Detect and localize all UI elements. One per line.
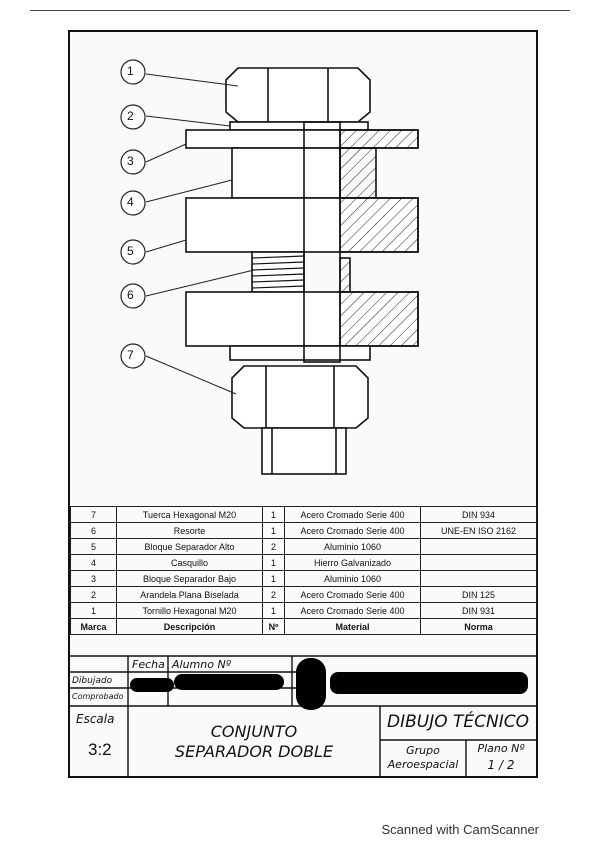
alumno-label: Alumno Nº — [172, 658, 231, 671]
comprobado-label: Comprobado — [72, 692, 124, 701]
subject-title: DIBUJO TÉCNICO — [387, 712, 529, 732]
redaction-mark — [174, 674, 284, 690]
plano-label: Plano Nº — [477, 742, 525, 755]
table-header-row: Marca Descripción Nº Material Norma — [70, 618, 537, 635]
table-row: 2 Arandela Plana Biselada 2 Acero Cromad… — [70, 586, 537, 603]
table-row: 7 Tuerca Hexagonal M20 1 Acero Cromado S… — [70, 506, 537, 523]
callout-number: 4 — [127, 195, 134, 209]
callout-6 — [120, 283, 146, 309]
callout-3 — [120, 149, 146, 175]
redaction-mark — [296, 658, 326, 710]
escala-label: Escala — [76, 712, 115, 726]
dibujado-label: Dibujado — [72, 676, 113, 686]
callout-7 — [120, 343, 146, 369]
scan-top-edge — [30, 10, 570, 11]
norma-cell: DIN 931 — [420, 602, 537, 619]
grupo-line-2: Aeroespacial — [387, 758, 459, 771]
scanner-watermark: Scanned with CamScanner — [381, 822, 539, 837]
callout-number: 2 — [127, 109, 134, 123]
callout-number: 6 — [127, 288, 134, 302]
fecha-label: Fecha — [132, 658, 165, 671]
callout-5 — [120, 239, 146, 265]
plano-value: 1 / 2 — [487, 758, 515, 772]
header-material: Material — [284, 618, 421, 635]
callout-number: 3 — [127, 154, 134, 168]
callout-number: 1 — [127, 64, 134, 78]
header-norma: Norma — [420, 618, 537, 635]
grupo-line-1: Grupo — [406, 744, 440, 757]
callout-number: 7 — [127, 348, 134, 362]
table-row: 5 Bloque Separador Alto 2 Aluminio 1060 — [70, 538, 537, 555]
callout-2 — [120, 104, 146, 130]
callout-number: 5 — [127, 244, 134, 258]
bolt-end — [261, 427, 347, 475]
title-line-2: SEPARADOR DOBLE — [174, 742, 334, 761]
escala-value: 3:2 — [88, 740, 112, 759]
table-row: 1 Tornillo Hexagonal M20 1 Acero Cromado… — [70, 602, 537, 619]
callout-1 — [120, 59, 146, 85]
title-line-1: CONJUNTO — [210, 722, 298, 741]
parts-list: 7 Tuerca Hexagonal M20 1 Acero Cromado S… — [70, 506, 537, 635]
redaction-mark — [130, 678, 174, 692]
redaction-mark — [330, 672, 528, 694]
header-descripcion: Descripción — [116, 618, 263, 635]
washer-bottom — [229, 345, 371, 361]
callout-4 — [120, 190, 146, 216]
